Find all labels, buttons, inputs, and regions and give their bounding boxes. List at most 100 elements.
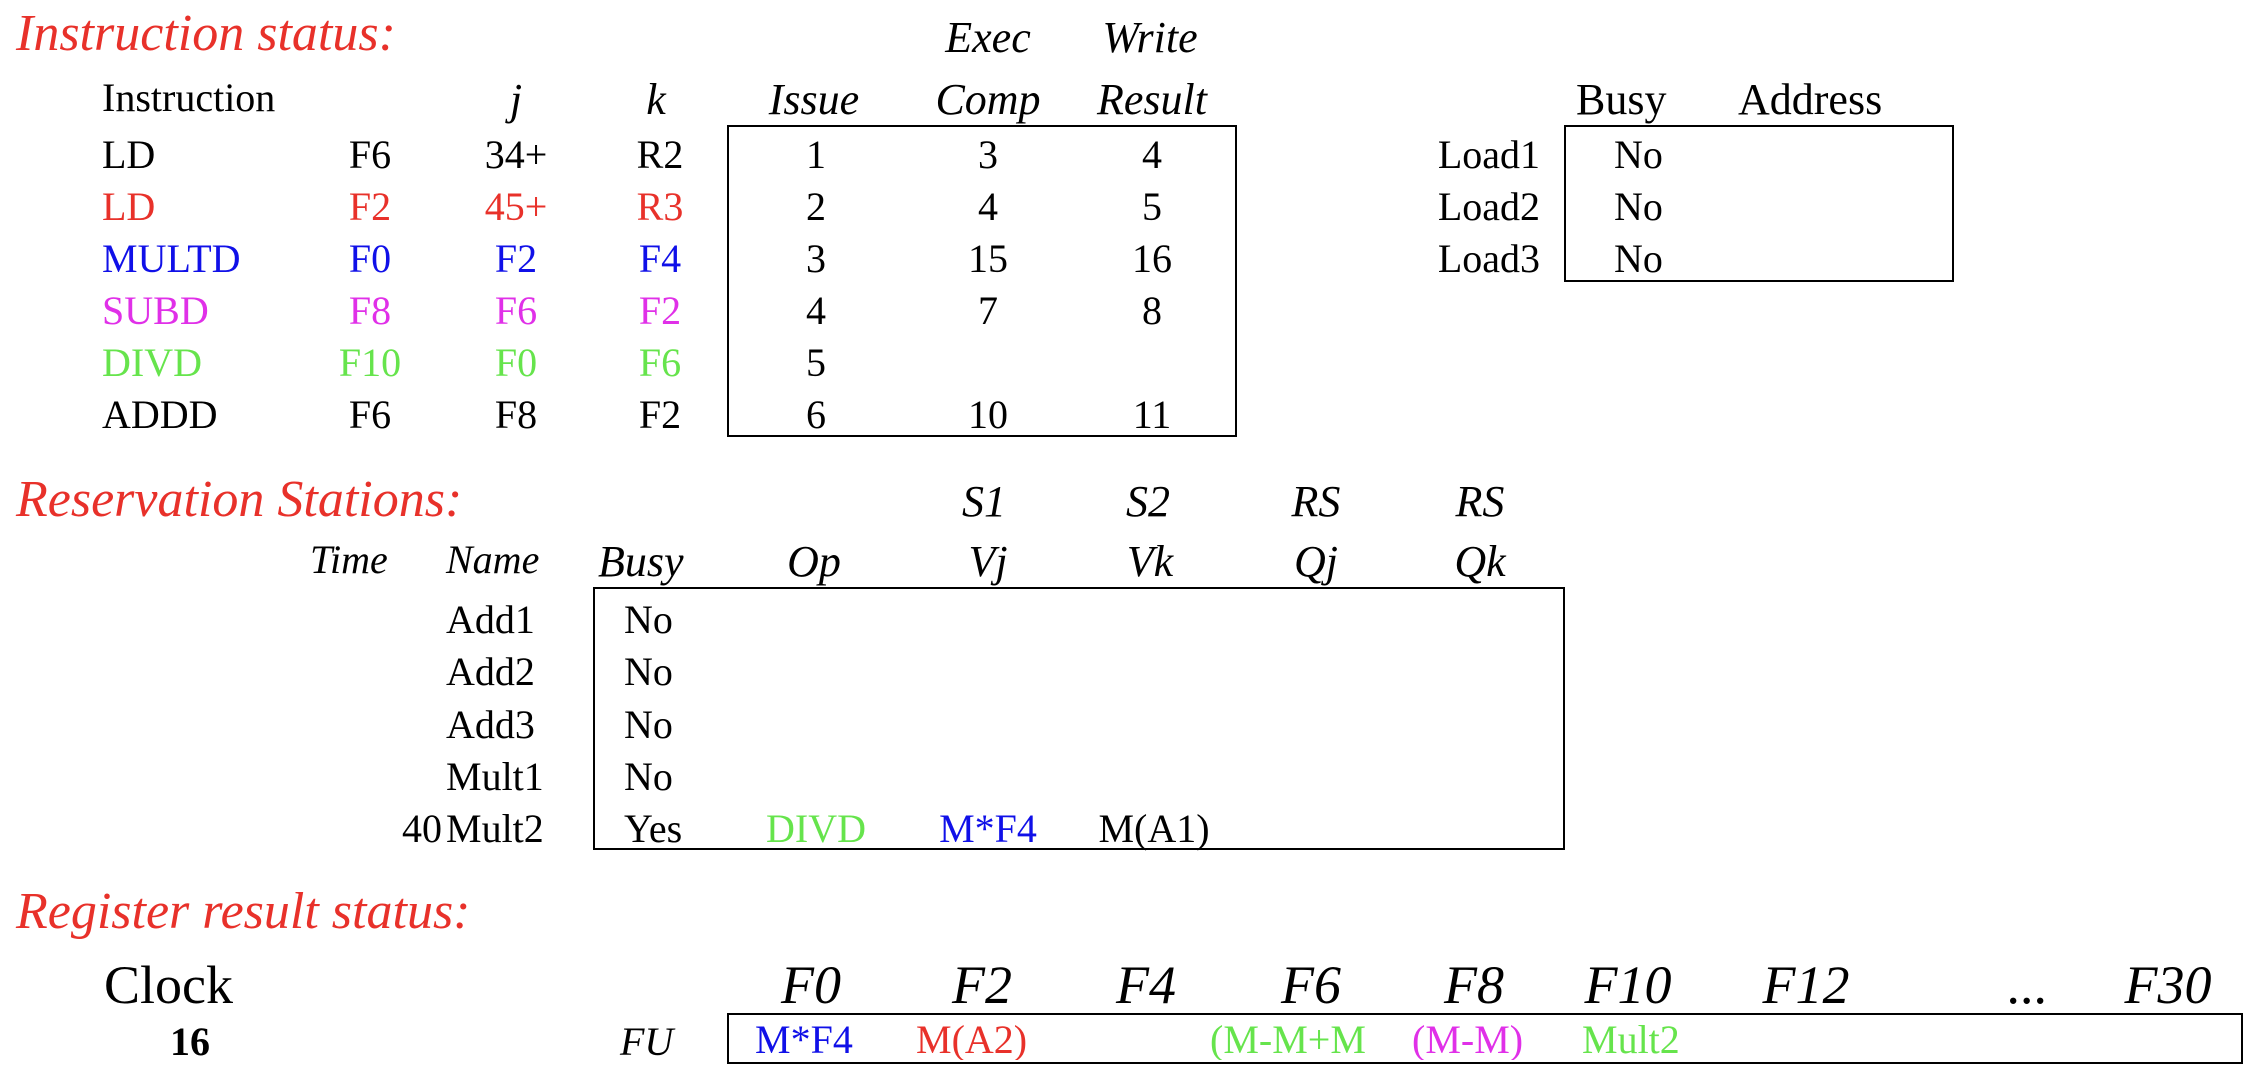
header-vk: Vk xyxy=(1126,537,1174,586)
rs-op: DIVD xyxy=(766,806,866,851)
instr-j: F0 xyxy=(494,340,538,385)
register-fu-value: (M-M+M xyxy=(1210,1020,1366,1060)
instr-dest: F6 xyxy=(348,132,392,177)
instr-write: 8 xyxy=(1142,288,1162,333)
header-name: Name xyxy=(446,537,540,582)
load-busy: No xyxy=(1614,132,1663,177)
instr-dest: F6 xyxy=(348,392,392,437)
header-time: Time xyxy=(310,537,388,582)
load-name: Load3 xyxy=(1437,236,1540,281)
rs-name: Mult1 xyxy=(446,754,544,799)
instr-op: MULTD xyxy=(102,236,241,281)
register-result-status-title: Register result status: xyxy=(16,883,471,940)
instr-dest: F10 xyxy=(338,340,402,385)
register-fu-value: M*F4 xyxy=(755,1020,853,1060)
instruction-status-title: Instruction status: xyxy=(16,5,396,62)
instr-exec: 15 xyxy=(968,236,1008,281)
instr-dest: F0 xyxy=(348,236,392,281)
rs-busy: No xyxy=(624,702,673,747)
rs-busy: No xyxy=(624,597,673,642)
instr-j: F2 xyxy=(494,236,538,281)
instr-issue: 6 xyxy=(806,392,826,437)
clock-value: 16 xyxy=(170,1019,210,1064)
header-issue: Issue xyxy=(768,75,860,124)
instr-j: 45+ xyxy=(484,184,548,229)
rs-vj: M*F4 xyxy=(939,806,1037,851)
header-j: j xyxy=(509,75,523,124)
register-header-F12: F12 xyxy=(1762,955,1850,1015)
instr-k: R3 xyxy=(636,184,684,229)
instr-exec: 7 xyxy=(978,288,998,333)
header-write-bottom: Result xyxy=(1097,75,1207,124)
instr-k: F2 xyxy=(638,392,682,437)
header-vj: Vj xyxy=(968,537,1008,586)
rs-busy: No xyxy=(624,754,673,799)
instr-write: 16 xyxy=(1132,236,1172,281)
rs-name: Add2 xyxy=(446,649,535,694)
register-header-F10: F10 xyxy=(1584,955,1672,1015)
instr-j: F8 xyxy=(494,392,538,437)
instr-issue: 5 xyxy=(806,340,826,385)
instr-dest: F2 xyxy=(348,184,392,229)
header-op: Op xyxy=(787,537,841,586)
register-header-F6: F6 xyxy=(1281,955,1341,1015)
header-k: k xyxy=(646,75,666,124)
instr-write: 4 xyxy=(1142,132,1162,177)
header-load-address: Address xyxy=(1738,75,1883,124)
instr-j: 34+ xyxy=(484,132,548,177)
instr-k: F2 xyxy=(638,288,682,333)
instr-k: R2 xyxy=(636,132,684,177)
rs-busy: No xyxy=(624,649,673,694)
load-buffers-box xyxy=(1564,125,1954,282)
register-result-box xyxy=(727,1013,2243,1064)
instr-op: LD xyxy=(102,132,156,177)
header-instruction: Instruction xyxy=(102,75,276,120)
instr-issue: 4 xyxy=(806,288,826,333)
header-exec-top: Exec xyxy=(945,13,1031,62)
register-fu-value: M(A2) xyxy=(916,1020,1028,1060)
header-write-top: Write xyxy=(1102,13,1198,62)
reservation-stations-title: Reservation Stations: xyxy=(16,471,463,528)
load-name: Load2 xyxy=(1437,184,1540,229)
rs-name: Add3 xyxy=(446,702,535,747)
header-s1: S1 xyxy=(962,477,1006,526)
load-busy: No xyxy=(1614,184,1663,229)
load-name: Load1 xyxy=(1437,132,1540,177)
register-header-F4: F4 xyxy=(1116,955,1176,1015)
instr-write: 11 xyxy=(1132,392,1172,437)
instr-op: DIVD xyxy=(102,340,202,385)
clock-label: Clock xyxy=(104,955,233,1015)
instr-issue: 1 xyxy=(806,132,826,177)
instr-j: F6 xyxy=(494,288,538,333)
register-header-dotsdotsdots: ... xyxy=(2007,955,2049,1015)
instr-op: ADDD xyxy=(102,392,218,437)
instruction-status-box xyxy=(727,125,1237,437)
rs-time: 40 xyxy=(402,806,442,851)
header-exec-bottom: Comp xyxy=(935,75,1041,124)
header-qk: Qk xyxy=(1454,537,1506,586)
register-fu-value: (M-M) xyxy=(1412,1020,1524,1060)
header-qj: Qj xyxy=(1294,537,1338,586)
header-rs-1: RS xyxy=(1291,477,1341,526)
instr-issue: 2 xyxy=(806,184,826,229)
fu-label: FU xyxy=(620,1019,674,1064)
header-load-busy: Busy xyxy=(1576,75,1667,124)
instr-k: F6 xyxy=(638,340,682,385)
rs-name: Add1 xyxy=(446,597,535,642)
load-busy: No xyxy=(1614,236,1663,281)
register-header-F30: F30 xyxy=(2124,955,2212,1015)
reservation-stations-box xyxy=(593,587,1565,850)
header-busy: Busy xyxy=(598,537,684,586)
header-rs-2: RS xyxy=(1455,477,1505,526)
register-header-F0: F0 xyxy=(781,955,841,1015)
rs-vk: M(A1) xyxy=(1098,806,1210,851)
instr-k: F4 xyxy=(638,236,682,281)
instr-exec: 4 xyxy=(978,184,998,229)
instr-write: 5 xyxy=(1142,184,1162,229)
instr-issue: 3 xyxy=(806,236,826,281)
instr-op: LD xyxy=(102,184,156,229)
instr-exec: 3 xyxy=(978,132,998,177)
register-fu-value: Mult2 xyxy=(1582,1020,1680,1060)
register-header-F8: F8 xyxy=(1444,955,1504,1015)
instr-exec: 10 xyxy=(968,392,1008,437)
